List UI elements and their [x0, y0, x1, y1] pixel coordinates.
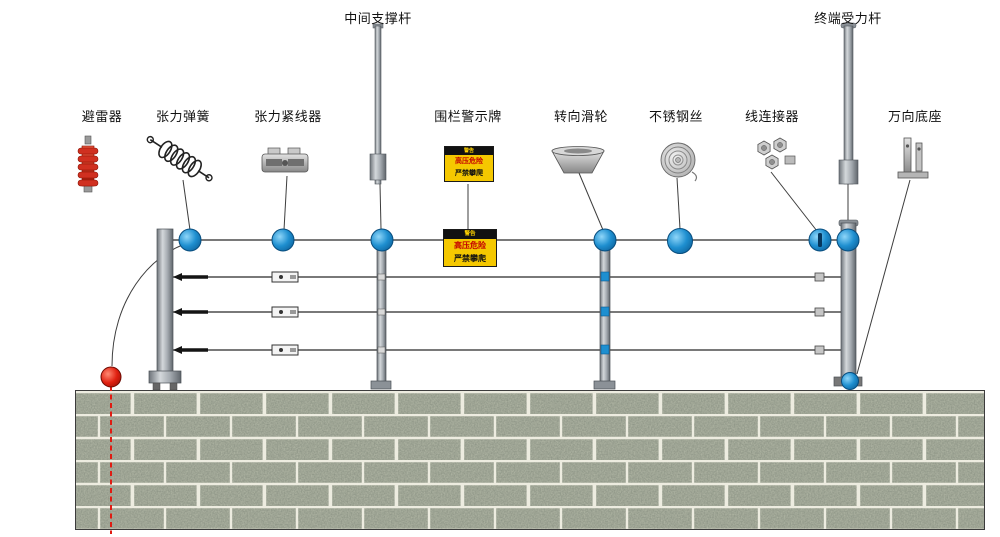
- insulator-ball: [178, 228, 202, 252]
- wire-connector-ball: [808, 228, 832, 252]
- arrester-illustration: [77, 135, 99, 193]
- label-universal-base: 万向底座: [887, 110, 942, 125]
- wire-tensioners: [271, 271, 299, 356]
- warning-sign-line2: 严禁攀爬: [454, 254, 486, 263]
- label-tension-spring: 张力弹簧: [155, 110, 210, 125]
- label-mid-support-pole: 中间支撑杆: [344, 12, 412, 27]
- brick-wall: [75, 390, 985, 530]
- warning-sign-line1: 高压危险: [454, 241, 486, 250]
- fence-wires: [172, 239, 849, 351]
- stainless-wire-ball: [667, 228, 693, 254]
- label-stainless-wire: 不锈钢丝: [648, 110, 703, 125]
- terminal-post: [833, 219, 863, 390]
- wire-coil-illustration: [660, 142, 698, 182]
- middle-post-1: [370, 229, 392, 390]
- spring-illustration: [146, 135, 213, 182]
- arrester-ball: [100, 366, 122, 388]
- wire-connector: [814, 345, 825, 355]
- label-lightning-arrester: 避雷器: [81, 110, 123, 125]
- wire-tensioner: [271, 344, 299, 356]
- label-warning-sign: 围栏警示牌: [434, 110, 502, 125]
- wire-connector: [814, 307, 825, 317]
- end-pole-illustration: [838, 22, 859, 185]
- wire-spring-arrow: [173, 273, 208, 281]
- arrester-connection-wire: [111, 242, 189, 367]
- wire-connectors: [814, 272, 825, 355]
- grounding: [100, 366, 122, 534]
- warning-sign-on-fence: 警告 高压危险 严禁攀爬: [443, 229, 497, 267]
- connector-illustration: [757, 137, 796, 170]
- insulator-ball: [836, 228, 860, 252]
- insulator-ball: [271, 228, 295, 252]
- leader-lines: [111, 171, 911, 375]
- wire-tensioner: [271, 271, 299, 283]
- wire-spring-arrow: [173, 308, 208, 316]
- mid-pole-illustration: [369, 23, 387, 185]
- warning-sign-illustration: 警告 高压危险 严禁攀爬: [444, 146, 494, 182]
- pulley-illustration: [551, 146, 605, 174]
- wire-spring-arrow: [173, 346, 208, 354]
- left-corner-post: [148, 228, 182, 391]
- label-wire-connector: 线连接器: [744, 110, 799, 125]
- middle-post-2: [593, 231, 616, 390]
- warning-sign-header: 警告: [445, 147, 493, 155]
- warning-sign-header: 警告: [444, 230, 496, 239]
- insulator-ball: [370, 228, 394, 252]
- wire-tensioner: [271, 306, 299, 318]
- wire-connector: [814, 272, 825, 282]
- label-wire-tensioner: 张力紧线器: [254, 110, 322, 125]
- label-terminal-pole: 终端受力杆: [814, 12, 882, 27]
- base-illustration: [897, 137, 929, 179]
- universal-base-ball: [841, 372, 859, 390]
- turning-pulley-ball: [593, 228, 617, 252]
- warning-sign-line1: 高压危险: [455, 157, 483, 165]
- warning-sign-line2: 严禁攀爬: [455, 169, 483, 177]
- tensioner-illustration: [261, 147, 309, 173]
- label-turning-pulley: 转向滑轮: [553, 110, 608, 125]
- insulators: [178, 228, 860, 254]
- wire-spring-arrows: [173, 273, 208, 354]
